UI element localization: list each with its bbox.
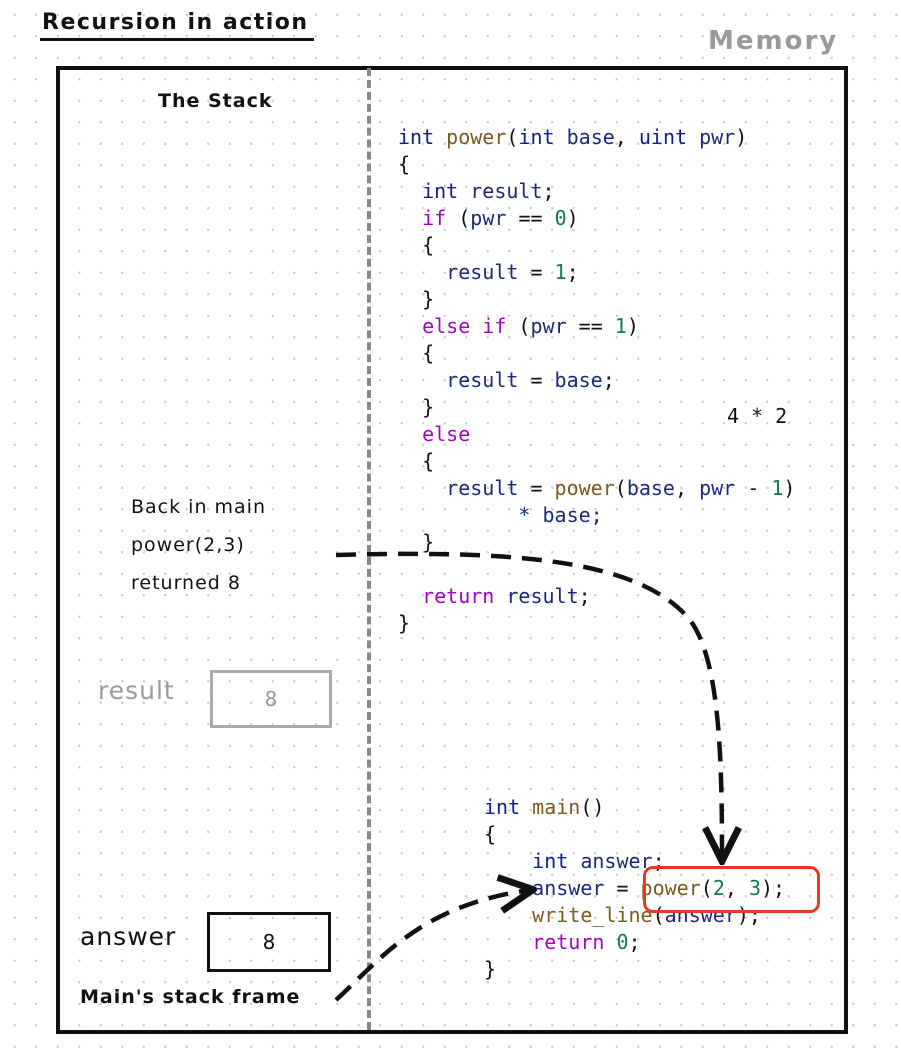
code-token: == <box>578 314 603 338</box>
code-token: answer <box>664 903 737 927</box>
memory-frame <box>56 66 848 1034</box>
code-token: else if <box>422 314 507 338</box>
code-token: write_line <box>532 903 653 927</box>
code-token: * base; <box>518 503 603 527</box>
code-token: == <box>518 206 543 230</box>
return-note-line: returned 8 <box>131 572 241 594</box>
title-underline <box>40 38 314 41</box>
code-token: 2 <box>712 876 725 900</box>
code-token: 1 <box>614 314 627 338</box>
code-token: - <box>747 476 760 500</box>
answer-variable-box: 8 <box>207 912 331 972</box>
code-token: int <box>532 849 569 873</box>
code-token: base <box>566 125 615 149</box>
code-token: pwr <box>699 125 736 149</box>
code-token: 1 <box>554 260 567 284</box>
stack-frame-label: Main's stack frame <box>80 986 301 1008</box>
code-token: if <box>422 206 447 230</box>
code-token: result <box>446 260 519 284</box>
code-token: 0 <box>554 206 567 230</box>
code-token: int <box>422 179 459 203</box>
code-token: result <box>470 179 543 203</box>
code-token: pwr <box>470 206 507 230</box>
code-token: return <box>422 584 495 608</box>
code-token: 1 <box>771 476 784 500</box>
result-variable-box: 8 <box>210 670 332 728</box>
code-token: 0 <box>616 930 629 954</box>
result-variable-label: result <box>98 676 175 705</box>
code-token: 3 <box>748 876 761 900</box>
answer-variable-value: 8 <box>262 930 276 954</box>
code-token: uint <box>638 125 688 149</box>
return-note-line: Back in main <box>131 496 266 518</box>
code-token: pwr <box>699 476 736 500</box>
stack-label: The Stack <box>158 90 273 112</box>
frame-arrow <box>334 890 530 1002</box>
code-token: power <box>446 125 507 149</box>
code-token: int <box>518 125 555 149</box>
return-arrow <box>335 551 722 858</box>
diagram-title: Recursion in action <box>42 10 309 35</box>
return-note-line: power(2,3) <box>131 534 245 556</box>
return-note: Back in main power(2,3) returned 8 <box>131 488 266 602</box>
code-token: answer <box>532 876 605 900</box>
code-token: base <box>626 476 675 500</box>
code-token: answer <box>580 849 653 873</box>
memory-label: Memory <box>708 26 839 56</box>
result-variable-value: 8 <box>264 687 278 711</box>
code-token: result <box>506 584 579 608</box>
code-token: int <box>398 125 435 149</box>
code-token: power <box>554 476 615 500</box>
answer-variable-label: answer <box>80 922 177 951</box>
code-token: result <box>446 368 519 392</box>
code-token: int <box>484 795 521 819</box>
code-token: else <box>422 422 471 446</box>
code-token: main <box>532 795 581 819</box>
power-function-code: int power(int base, uint pwr) { int resu… <box>398 125 796 635</box>
code-token: base <box>554 368 603 392</box>
main-function-code: int main() { int answer; answer = power(… <box>484 795 786 981</box>
stack-divider <box>367 68 371 1030</box>
code-token: pwr <box>530 314 567 338</box>
code-token: return <box>532 930 605 954</box>
code-token: power <box>640 876 701 900</box>
call-highlight <box>643 866 820 913</box>
code-token: result <box>446 476 519 500</box>
calculation-note: 4 * 2 <box>727 404 788 428</box>
